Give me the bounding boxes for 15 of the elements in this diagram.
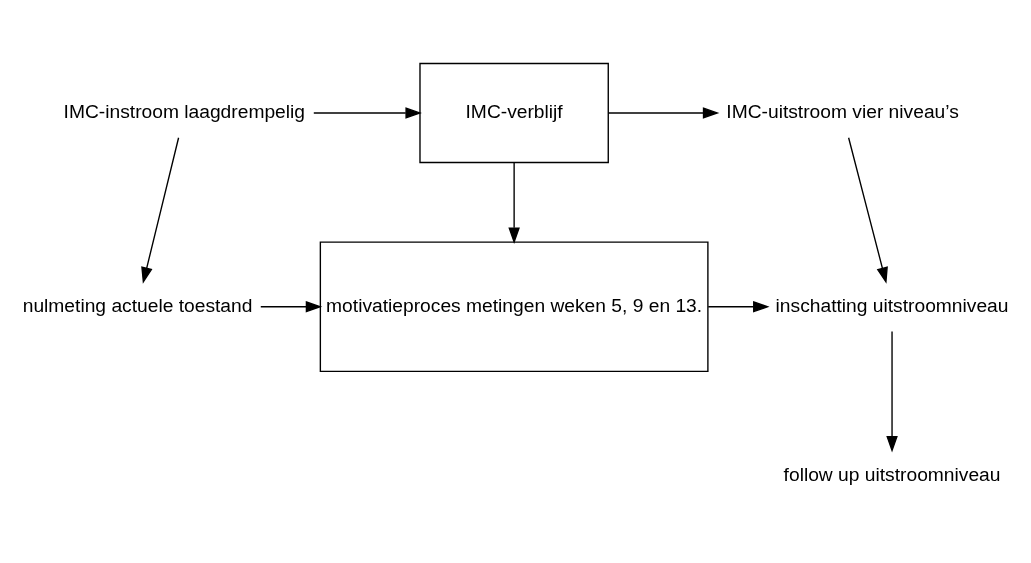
arrow <box>508 161 520 244</box>
node-text: IMC-instroom laagdrempelig <box>63 100 306 122</box>
arrow <box>607 106 720 119</box>
arrow <box>847 136 888 284</box>
node-text: follow up uitstroomniveau <box>783 463 1001 485</box>
node-text: nulmeting actuele toestand <box>22 294 253 316</box>
arrow <box>260 300 323 312</box>
node-box: IMC-verblijf <box>419 62 609 163</box>
arrow <box>141 136 180 284</box>
arrow <box>707 300 770 312</box>
node-box: motivatieproces metingen weken 5, 9 en 13. <box>319 240 709 372</box>
node-text: IMC-uitstroom vier niveau’s <box>726 100 959 122</box>
arrow <box>886 330 898 453</box>
node-text: inschatting uitstroomniveau <box>775 294 1009 316</box>
arrow <box>313 106 422 119</box>
